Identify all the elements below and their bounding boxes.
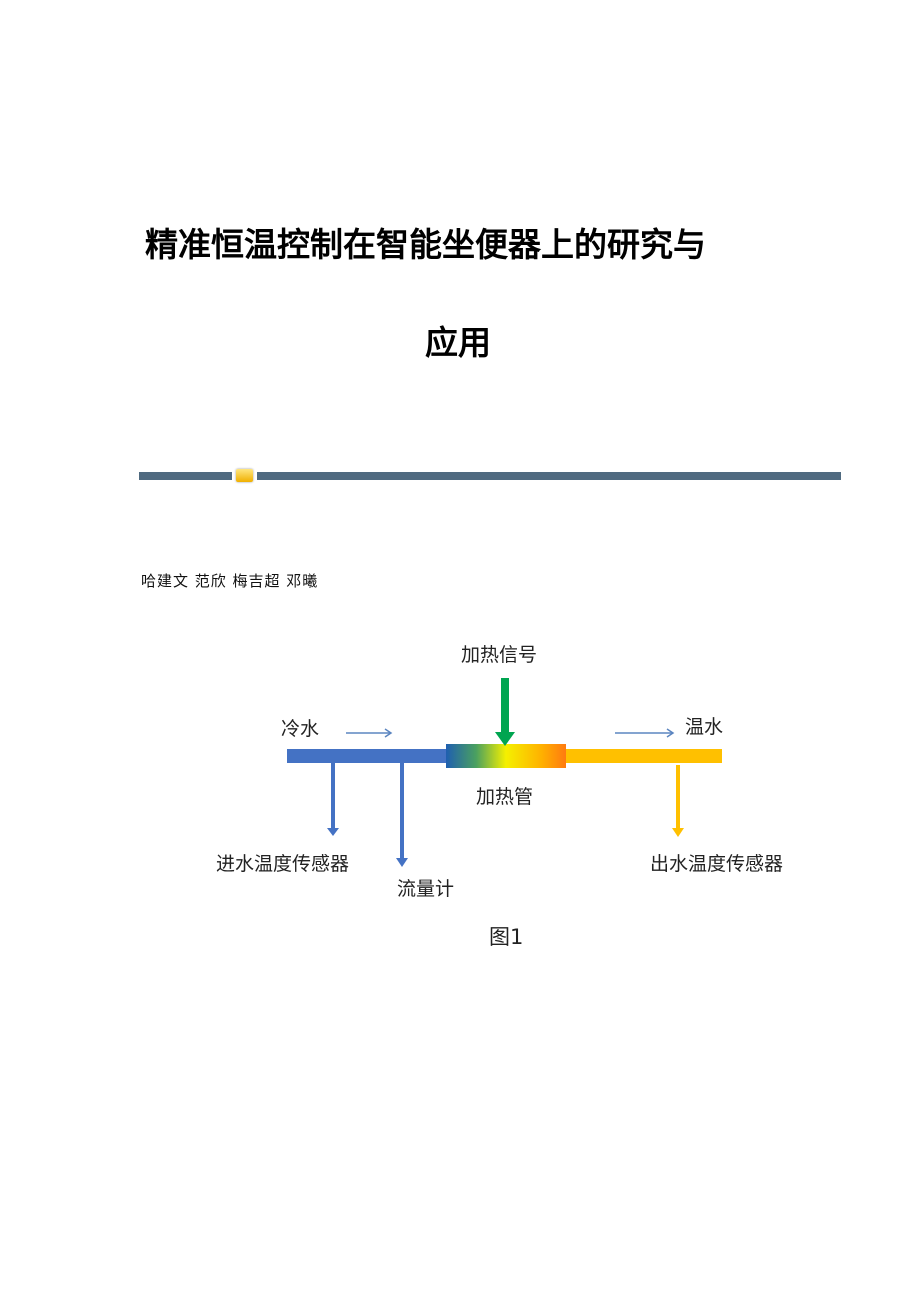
divider-left-bar [139,472,232,480]
divider-ornament-icon [236,469,253,482]
heating-signal-arrow [495,678,515,746]
label-warm-water: 温水 [685,716,724,738]
outlet-sensor-arrow [672,765,684,837]
label-flow-meter: 流量计 [397,878,455,900]
label-heating-signal: 加热信号 [461,644,538,666]
divider-right-bar [257,472,841,480]
label-outlet-temp-sensor: 出水温度传感器 [650,853,784,875]
figure-caption: 图1 [489,925,524,949]
heating-tube [446,744,566,768]
document-title-line1: 精准恒温控制在智能坐便器上的研究与 [145,225,706,264]
authors: 哈建文 范欣 梅吉超 邓曦 [141,572,319,590]
warm-water-pipe [566,749,722,763]
label-inlet-temp-sensor: 进水温度传感器 [216,853,350,875]
cold-water-pipe [287,749,446,763]
warm-flow-arrow [615,728,675,738]
document-title-line2: 应用 [425,323,491,362]
inlet-sensor-arrow [327,763,339,836]
label-heating-tube: 加热管 [476,786,534,808]
flow-meter-arrow [396,763,408,867]
label-cold-water: 冷水 [281,718,320,740]
cold-flow-arrow [346,728,393,738]
